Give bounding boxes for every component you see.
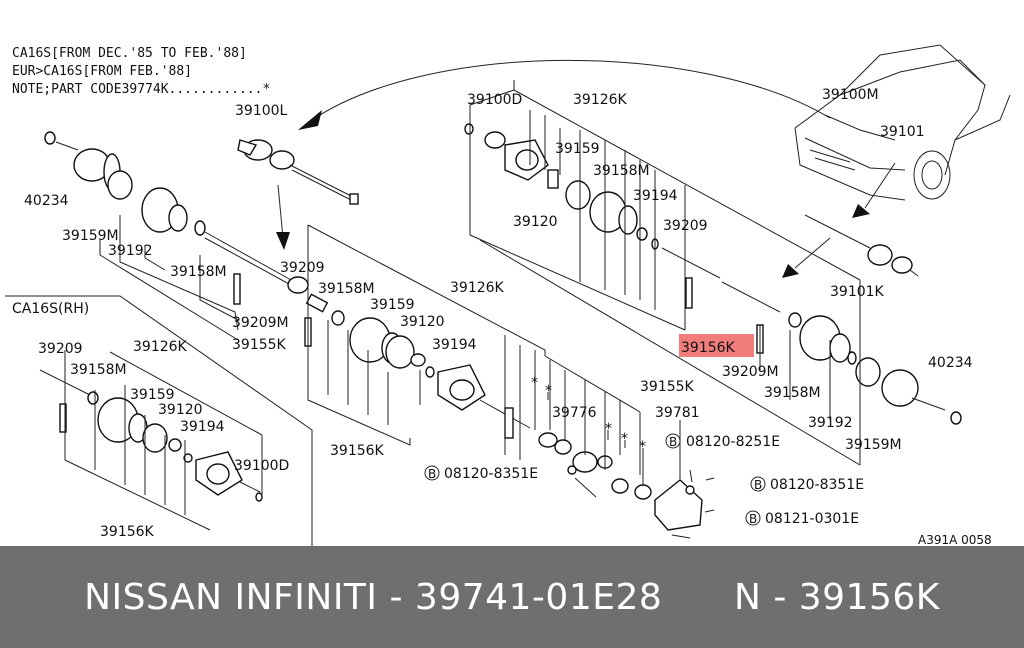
small-parts [538,432,715,539]
label-39194-center: 39194 [432,337,477,353]
label-39159m-right: 39159M [845,437,902,453]
label-39101k: 39101K [830,284,885,300]
label-39100l: 39100L [235,103,288,119]
label-39159-top: 39159 [555,141,600,157]
label-08120-8351e-right: 08120-8351E [770,477,864,493]
label-39158m-top: 39158M [593,163,650,179]
label-39209m-right: 39209M [722,364,779,380]
label-08121-0301e: 08121-0301E [765,511,859,527]
bolt-symbol-letter: B [428,467,436,481]
label-39100d-top: 39100D [467,92,522,108]
label-39159-rh: 39159 [130,387,175,403]
label-39126k-rh: 39126K [133,339,188,355]
label-39158m-center: 39158M [318,281,375,297]
note-line-1: CA16S[FROM DEC.'85 TO FEB.'88] [12,46,247,61]
banner-title: NISSAN INFINITI - 39741-01E28 N - 39156K [84,576,940,618]
label-39209-top: 39209 [663,218,708,234]
arrow-head-icon [276,232,290,250]
note-line-3: NOTE;PART CODE39774K............* [12,82,270,97]
label-39192-right: 39192 [808,415,853,431]
leader-lines [64,80,861,531]
bolt-symbol-icon [665,433,681,449]
label-39158m-left: 39158M [170,264,227,280]
label-40234-right: 40234 [928,355,973,371]
star-marker: * [531,375,538,391]
label-39158m-right: 39158M [764,385,821,401]
exploded-parts-diagram: CA16S[FROM DEC.'85 TO FEB.'88] EUR>CA16S… [5,44,1011,546]
label-39192-left: 39192 [108,243,153,259]
bolt-symbol-icon [424,465,440,481]
label-39156k-highlighted[interactable]: 39156K [681,340,736,356]
axle-39100l [237,139,359,205]
arrow-head-icon [298,110,322,130]
label-39209m-center: 39209M [232,315,289,331]
label-39100m: 39100M [822,87,879,103]
note-line-2: EUR>CA16S[FROM FEB.'88] [12,64,192,79]
bolt-symbol-letter: B [669,435,677,449]
label-39194-rh: 39194 [180,419,225,435]
label-39156k-center: 39156K [330,443,385,459]
label-39155k-center: 39155K [232,337,287,353]
label-39126k-top: 39126K [573,92,628,108]
arrow-head-icon [782,264,799,278]
label-40234-left: 40234 [24,193,69,209]
arrow-head-icon [852,204,870,218]
label-39209-center: 39209 [280,260,325,276]
outer-joint-left [44,131,329,347]
star-marker: * [545,383,552,399]
bolt-symbol-icon [750,476,766,492]
bolt-symbol-icon [745,510,761,526]
label-39126k-center: 39126K [450,280,505,296]
label-39159-center: 39159 [370,297,415,313]
label-39158m-rh: 39158M [70,362,127,378]
inner-joint-center [331,310,531,439]
outer-joint-right [788,312,962,425]
inner-joint-top [464,123,781,354]
label-39194-top: 39194 [633,188,678,204]
label-39100d-rh: 39100D [234,458,289,474]
part-number-banner: NISSAN INFINITI - 39741-01E28 N - 39156K [0,546,1024,648]
label-39781: 39781 [655,405,700,421]
label-39120-rh: 39120 [158,402,203,418]
label-39159m-left: 39159M [62,228,119,244]
label-08120-8351e-left: 08120-8351E [444,466,538,482]
label-39776: 39776 [552,405,597,421]
highlight-box [679,334,754,357]
star-marker: * [621,431,628,447]
label-39209-rh: 39209 [38,341,83,357]
bolt-symbol-letter: B [754,478,762,492]
rh-inset [5,295,313,546]
label-08120-8251e: 08120-8251E [686,434,780,450]
diagram-reference-code: A391A 0058 [918,533,992,546]
axle-39101k [804,214,919,277]
label-39101: 39101 [880,124,925,140]
label-39156k-rh: 39156K [100,524,155,540]
label-39120-top: 39120 [513,214,558,230]
bolt-symbol-letter: B [749,512,757,526]
label-39155k-right: 39155K [640,379,695,395]
car-front-illustration [794,44,1011,201]
star-marker: * [605,421,612,437]
star-marker: * [639,439,646,455]
section-label-ca16s-rh: CA16S(RH) [12,301,89,317]
label-39120-center: 39120 [400,314,445,330]
